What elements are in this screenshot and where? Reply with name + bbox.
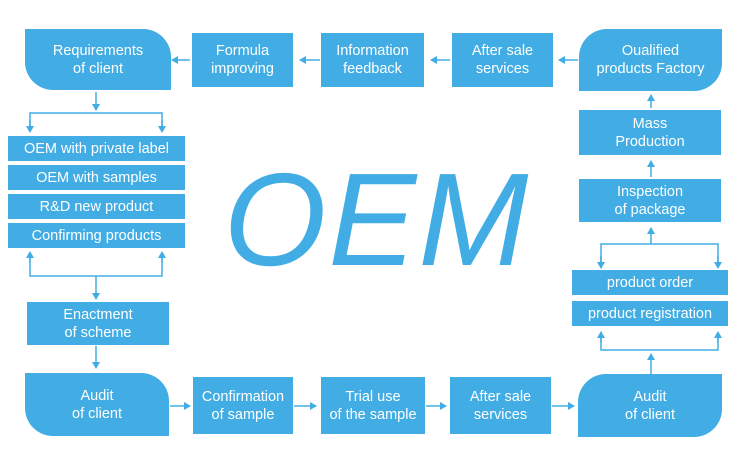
after-sale-services-top-box: After sale services <box>452 33 553 87</box>
qualified-products-factory-box: Oualified products Factory <box>579 29 722 91</box>
rd-new-product-item: R&D new product <box>8 194 185 219</box>
list-bottom-bracket <box>29 257 163 277</box>
enactment-of-scheme-box: Enactment of scheme <box>27 302 169 345</box>
audit-of-client-right-box: Audit of client <box>578 374 722 437</box>
oem-private-label-item: OEM with private label <box>8 136 185 161</box>
audit-of-client-left-box: Audit of client <box>25 373 169 436</box>
reg-bottom-bracket <box>600 336 719 351</box>
oem-with-samples-item: OEM with samples <box>8 165 185 190</box>
inspection-of-package-box: Inspection of package <box>579 179 721 222</box>
oem-title: OEM <box>223 146 531 293</box>
after-sale-services-bottom-box: After sale services <box>450 377 551 434</box>
product-order-item: product order <box>572 270 728 295</box>
confirmation-of-sample-box: Confirmation of sample <box>193 377 293 434</box>
trial-use-of-sample-box: Trial use of the sample <box>321 377 425 434</box>
formula-improving-box: Formula improving <box>192 33 293 87</box>
mass-production-box: Mass Production <box>579 110 721 155</box>
requirements-of-client-box: Requirements of client <box>25 29 171 90</box>
list-top-bracket <box>29 112 163 127</box>
order-top-bracket <box>600 243 719 264</box>
product-registration-item: product registration <box>572 301 728 326</box>
confirming-products-item: Confirming products <box>8 223 185 248</box>
information-feedback-box: Information feedback <box>321 33 424 87</box>
